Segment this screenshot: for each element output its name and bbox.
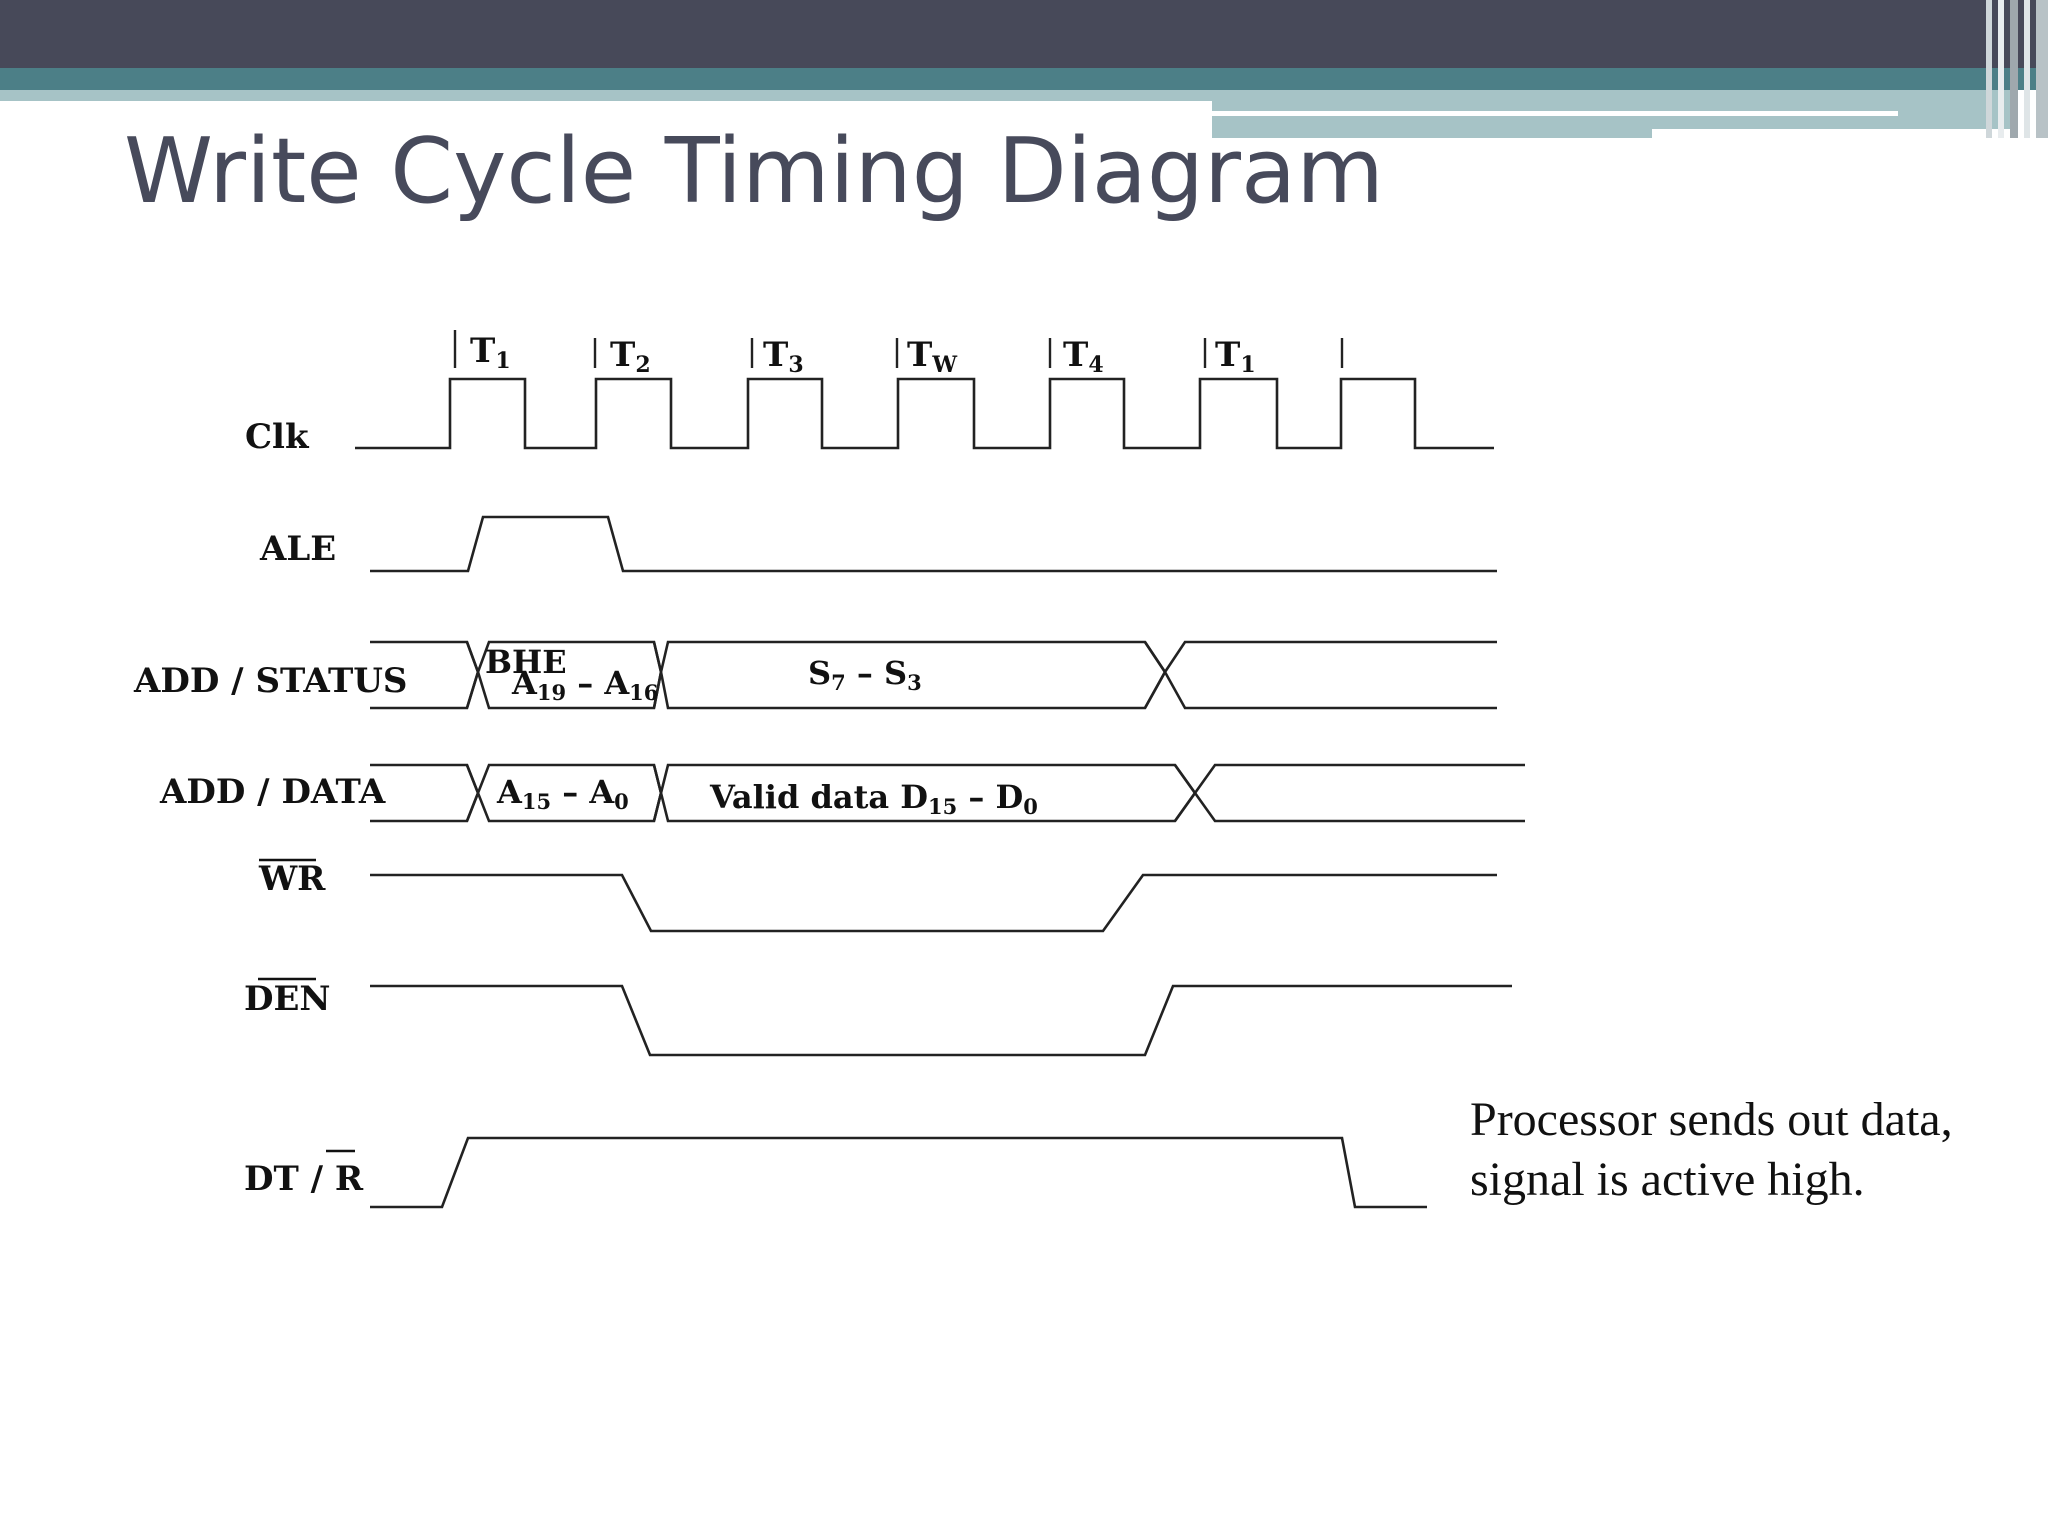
note-line-2: signal is active high. (1470, 1153, 1865, 1206)
s7-s3-label: S7 – S3 (808, 654, 922, 695)
banner-stripe-2 (1998, 0, 2004, 138)
banner-stripe-5 (2036, 0, 2048, 138)
wr-label: WR (258, 859, 326, 899)
state-label-t2: T2 (610, 335, 651, 378)
bhe-label: BHE (485, 643, 567, 681)
state-label-t1: T1 (470, 331, 511, 374)
den-label: DEN (244, 979, 330, 1019)
slide-header-banner (0, 0, 2048, 138)
banner-stripe-4 (2024, 0, 2030, 138)
state-label-t1-next: T1 (1215, 335, 1256, 378)
banner-stripe-1 (1986, 0, 1992, 138)
ale-waveform (370, 515, 1497, 573)
clock-state-markers: T1 T2 T3 TW T4 T1 (453, 330, 1344, 378)
banner-white-line (1212, 111, 1898, 116)
add-status-label: ADD / STATUS (133, 661, 407, 701)
a15-a0-label: A15 – A0 (496, 773, 629, 814)
note-line-1: Processor sends out data, (1470, 1093, 1953, 1146)
banner-dark-band (0, 0, 2048, 68)
state-label-t3: T3 (763, 335, 804, 378)
den-waveform (370, 984, 1512, 1057)
banner-white-gap (1652, 129, 2012, 138)
banner-light-strip-left (0, 90, 1212, 101)
valid-data-label: Valid data D15 – D0 (709, 778, 1038, 819)
slide-title: Write Cycle Timing Diagram (124, 119, 1384, 224)
add-data-bus (370, 763, 1525, 823)
clk-label: Clk (245, 417, 310, 457)
state-label-tw: TW (907, 335, 957, 378)
add-data-label: ADD / DATA (159, 772, 386, 812)
clk-waveform (355, 377, 1494, 450)
add-status-bus (370, 640, 1497, 710)
dtr-label: DT / R (244, 1159, 364, 1199)
banner-teal-band (0, 68, 2048, 90)
wr-waveform (370, 873, 1497, 933)
annotation-note: Processor sends out data, signal is acti… (1470, 1090, 1953, 1210)
banner-stripe-3 (2010, 0, 2018, 138)
dtr-waveform (370, 1136, 1427, 1209)
ale-label: ALE (259, 529, 336, 569)
state-label-t4: T4 (1063, 335, 1104, 378)
a19-a16-label: A19 – A16 (511, 664, 658, 705)
